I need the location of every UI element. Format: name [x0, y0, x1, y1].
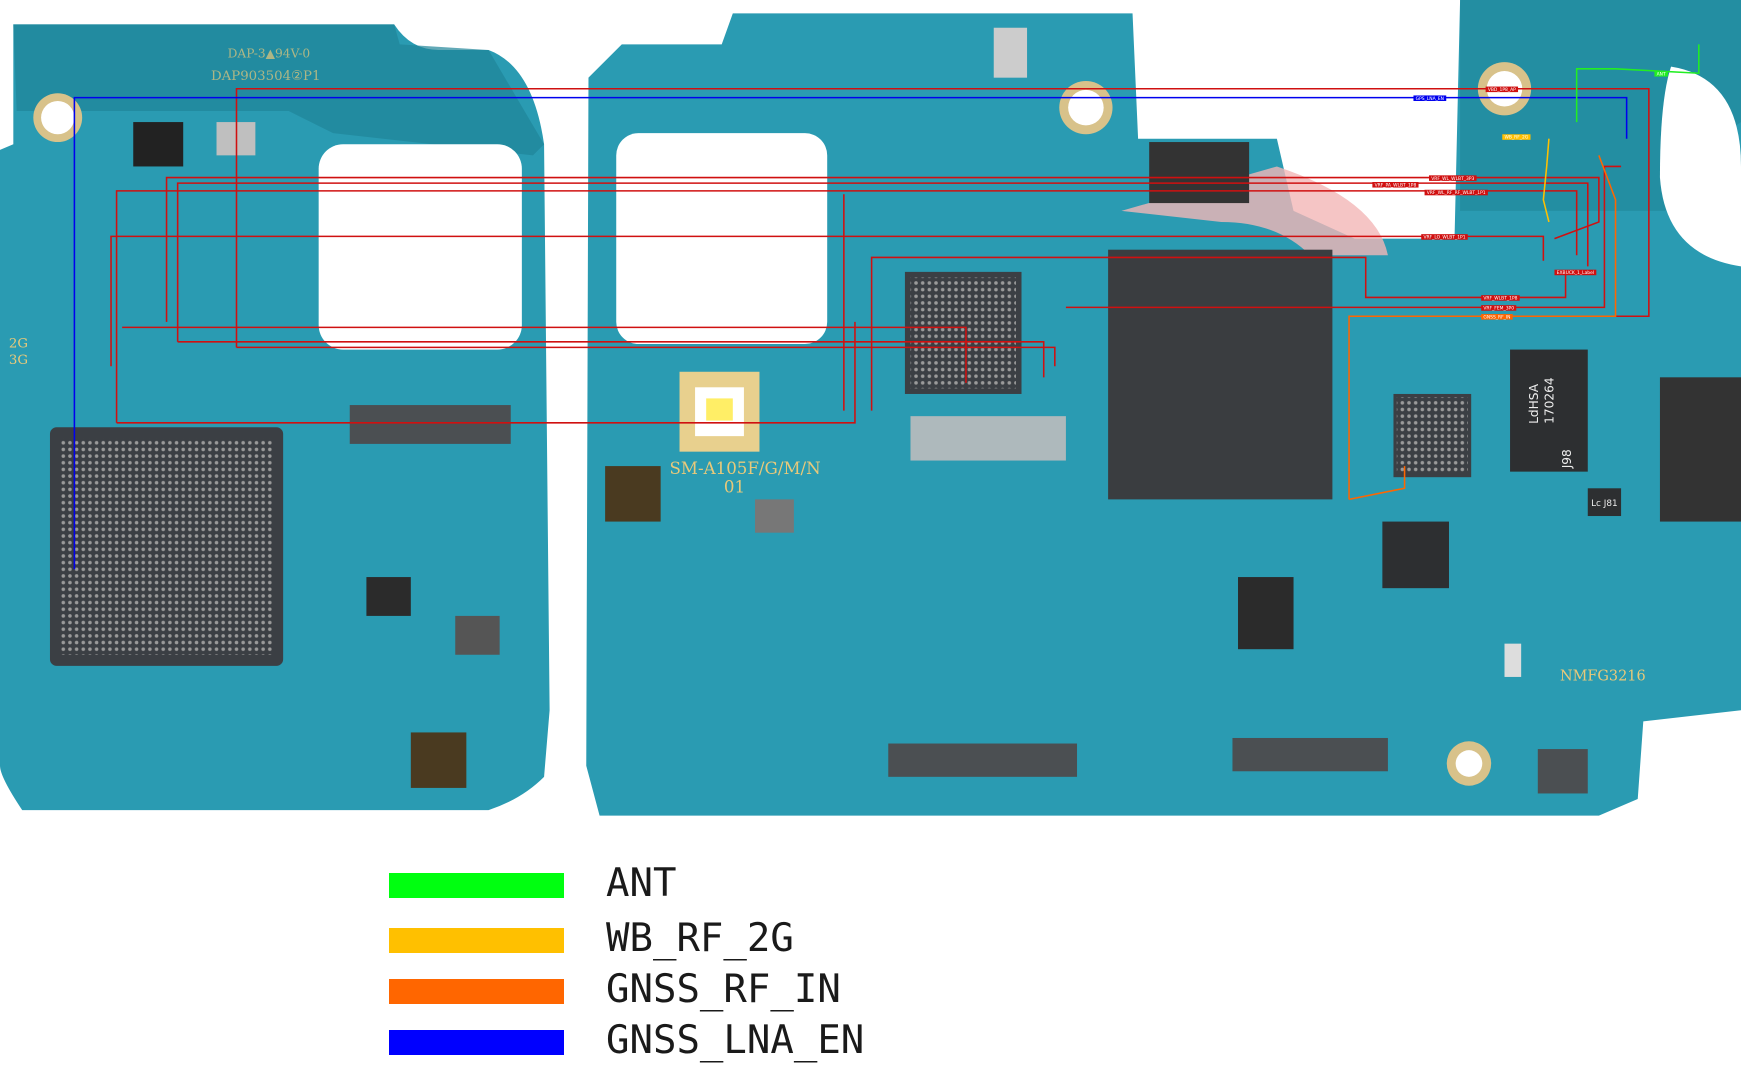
net-label-exbuck: EXBUCK_1_Label [1554, 269, 1597, 276]
trace-line [1575, 44, 1700, 123]
svg-text:VRF_LO_WLBT_1P1: VRF_LO_WLBT_1P1 [1423, 235, 1465, 241]
legend-label: ANT [606, 861, 677, 906]
svg-text:GNSS_RF_IN: GNSS_RF_IN [1483, 314, 1510, 320]
svg-text:VRF_WL_RF_RF_WLBT_1P1: VRF_WL_RF_RF_WLBT_1P1 [1427, 190, 1486, 196]
trace-line [176, 182, 1589, 342]
net-label-wl3p3: VRF_WL_WLBT_3P3 [1428, 175, 1477, 182]
trace-line [110, 235, 1545, 367]
trace-line [177, 341, 1045, 378]
legend-swatch-green [389, 872, 564, 898]
legend-item-gnss-rf-in: GNSS_RF_IN [389, 967, 841, 1012]
revision-marking: 01 [724, 478, 745, 497]
svg-text:WB_RF_2G: WB_RF_2G [1504, 135, 1528, 141]
net-label-wlbt: VRF_WLBT_1P8 [1481, 295, 1520, 302]
svg-text:VBD_1P8_AP: VBD_1P8_AP [1488, 87, 1516, 93]
trace-line [1348, 155, 1617, 500]
transceiver-chip [1510, 349, 1588, 472]
trace-line [1542, 138, 1550, 223]
chip-marking: LdHSA 170264 J98 [1527, 377, 1574, 469]
svg-text:170264: 170264 [1542, 377, 1556, 424]
svg-text:VRF_PA_WLBT_1P8: VRF_PA_WLBT_1P8 [1375, 182, 1417, 188]
svg-text:LdHSA: LdHSA [1527, 383, 1541, 424]
trace-line [1065, 165, 1622, 309]
ul-marking: DAP-3▲94V-0 [228, 47, 311, 61]
band-2g-label: 2G [9, 336, 28, 351]
net-labels: VBD_1P8_AP GPS_LNA_EN ANT WB_RF_2G VRF_WL_WL… [1372, 71, 1668, 320]
net-label-lna: GPS_LNA_EN [1413, 95, 1447, 102]
net-label-pa: VRF_PA_WLBT_1P8 [1372, 181, 1419, 188]
connector-marking: NMFG3216 [1560, 668, 1646, 684]
net-label-lo: VRF_LO_WLBT_1P1 [1421, 234, 1468, 241]
legend-item-ant: ANT [389, 861, 676, 906]
net-label-wb: WB_RF_2G [1502, 134, 1531, 141]
svg-text:J98: J98 [1560, 449, 1574, 469]
legend-item-wb-rf-2g: WB_RF_2G [389, 916, 794, 961]
pcb-code-marking: DAP903504②P1 [211, 69, 320, 84]
net-label-wlrf: VRF_WL_RF_RF_WLBT_1P1 [1424, 189, 1488, 196]
svg-text:ANT: ANT [1657, 71, 1666, 77]
net-traces [73, 44, 1700, 570]
trace-line [122, 326, 967, 383]
trace-line [115, 190, 1578, 423]
svg-text:VRF_FEM_3P0: VRF_FEM_3P0 [1483, 306, 1514, 312]
band-3g-label: 3G [9, 353, 28, 368]
qr-code [605, 466, 661, 522]
trace-line [1348, 466, 1406, 501]
main-board: SM-A105F/G/M/N 01 LdHSA 170264 J98 Lc J8… [586, 0, 1741, 816]
legend-swatch-yellow [389, 927, 564, 953]
net-label-fem: VRF_FEM_3P0 [1481, 305, 1517, 312]
svg-text:VRF_WL_WLBT_3P3: VRF_WL_WLBT_3P3 [1431, 176, 1474, 182]
legend-swatch-orange [389, 978, 564, 1004]
net-label-ant: ANT [1654, 71, 1668, 77]
small-chip-marking: Lc J81 [1591, 499, 1618, 509]
model-marking: SM-A105F/G/M/N [670, 459, 821, 478]
net-label-gnss: GNSS_RF_IN [1481, 314, 1513, 320]
svg-text:GPS_LNA_EN: GPS_LNA_EN [1416, 96, 1444, 102]
legend-item-gnss-lna-en: GNSS_LNA_EN [389, 1018, 864, 1063]
legend-swatch-blue [389, 1029, 564, 1055]
svg-text:EXBUCK_1_Label: EXBUCK_1_Label [1557, 270, 1594, 276]
trace-line [165, 176, 1600, 322]
left-board: 2G 3G DAP-3▲94V-0 DAP903504②P1 [0, 24, 550, 811]
trace-line [870, 256, 1567, 411]
trace-line [116, 321, 856, 424]
legend-label: GNSS_LNA_EN [606, 1018, 865, 1063]
trace-line [236, 346, 1056, 367]
legend-label: GNSS_RF_IN [606, 967, 841, 1012]
trace-line [73, 96, 1628, 570]
net-label-vbd: VBD_1P8_AP [1485, 86, 1519, 93]
legend-label: WB_RF_2G [606, 916, 794, 961]
svg-text:VRF_WLBT_1P8: VRF_WLBT_1P8 [1483, 296, 1517, 302]
memory-chip [1108, 249, 1333, 500]
